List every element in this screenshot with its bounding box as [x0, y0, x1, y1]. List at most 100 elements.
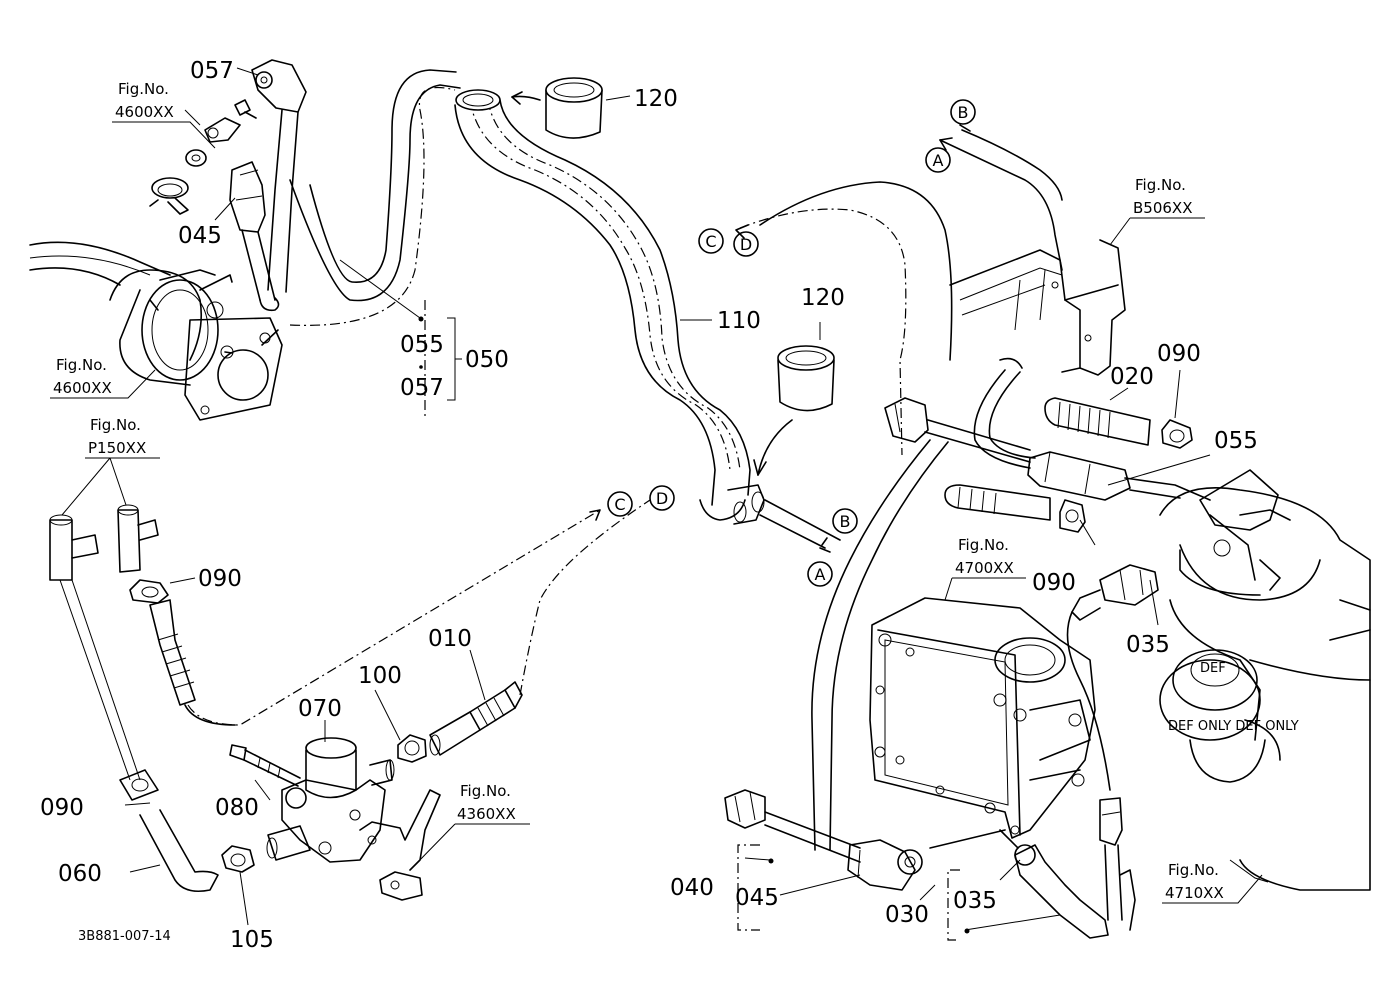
tee-fittings-p150: [49, 504, 159, 781]
label-120-mid: 120: [801, 285, 845, 311]
svg-text:DEF ONLY DEF ONLY: DEF ONLY DEF ONLY: [1168, 719, 1299, 734]
clamp-105: [221, 845, 255, 873]
fig-ref-4600-top: Fig.No. 4600XX: [112, 80, 216, 149]
bracket-b506: [949, 239, 1126, 376]
arrow-c-d-low: [187, 499, 651, 726]
part-number-labels: 057 045 055 057 050 120 120 110 090 020 …: [40, 58, 1258, 953]
label-057-top: 057: [190, 58, 234, 84]
connector-035-right: [1066, 564, 1159, 791]
label-050: 050: [465, 347, 509, 373]
clamp-090-upper-right: [1161, 419, 1193, 449]
label-045-bottom: 045: [735, 885, 779, 911]
label-120-top: 120: [634, 86, 678, 112]
clamp-100: [397, 734, 427, 763]
fig-ref-4700: Fig.No. 4700XX: [944, 536, 1026, 601]
label-080: 080: [215, 795, 259, 821]
sleeve-120-mid: [753, 345, 835, 476]
svg-text:C: C: [614, 495, 625, 514]
sleeve-120-top: [511, 77, 603, 139]
svg-text:Fig.No.: Fig.No.: [56, 356, 107, 374]
valve-070: [266, 737, 395, 863]
marker-C-low: C: [607, 491, 633, 517]
svg-text:Fig.No.: Fig.No.: [958, 536, 1009, 554]
marker-D-low: D: [649, 485, 675, 511]
bracket-4360: [359, 789, 441, 901]
svg-text:Fig.No.: Fig.No.: [460, 782, 511, 800]
arrow-a-b-low: [819, 537, 831, 553]
arrow-c-d-mid: [735, 181, 953, 456]
connector-left-small: [884, 397, 1031, 463]
bolt-080: [229, 744, 301, 787]
svg-text:Fig.No.: Fig.No.: [90, 416, 141, 434]
svg-text:B: B: [958, 103, 969, 122]
label-105: 105: [230, 927, 274, 953]
connector-055-right: [1027, 451, 1211, 501]
label-090-left-upper: 090: [198, 566, 242, 592]
label-070: 070: [298, 696, 342, 722]
label-060: 060: [58, 861, 102, 887]
marker-C-mid: C: [698, 228, 724, 254]
connector-045-bottom: [847, 829, 1006, 891]
svg-text:D: D: [740, 235, 752, 254]
svg-text:DEF: DEF: [1200, 661, 1226, 676]
harness-040: [724, 439, 949, 863]
svg-text:B506XX: B506XX: [1133, 199, 1192, 217]
label-035-bottom: 035: [953, 888, 997, 914]
corrugated-hose-left: [149, 599, 236, 726]
leader-lines: [124, 67, 1269, 941]
hose-lower-right-corrugated: [944, 484, 1086, 533]
label-100: 100: [358, 663, 402, 689]
sensor-fitting: [185, 99, 257, 167]
svg-text:Fig.No.: Fig.No.: [118, 80, 169, 98]
marker-B-low: B: [832, 508, 858, 534]
sensor-057: [251, 59, 307, 293]
svg-text:4600XX: 4600XX: [53, 379, 112, 397]
svg-text:4600XX: 4600XX: [115, 103, 174, 121]
fig-ref-4600-left: Fig.No. 4600XX: [50, 356, 156, 399]
svg-text:D: D: [656, 489, 668, 508]
connector-035-bottom: [999, 797, 1136, 939]
svg-text:4710XX: 4710XX: [1165, 884, 1224, 902]
label-030: 030: [885, 902, 929, 928]
label-090-top-right: 090: [1157, 341, 1201, 367]
drawing-code: 3B881-007-14: [78, 929, 171, 944]
svg-text:A: A: [933, 151, 944, 170]
label-090-left-lower: 090: [40, 795, 84, 821]
label-055-range: 055: [400, 332, 444, 358]
label-057-range: 057: [400, 375, 444, 401]
label-020: 020: [1110, 364, 1154, 390]
connector-045-upper: [229, 161, 280, 312]
sensor-harness-loop: [289, 69, 461, 326]
fig-ref-4360: Fig.No. 4360XX: [414, 782, 530, 866]
svg-text:B: B: [840, 512, 851, 531]
svg-text:C: C: [705, 232, 716, 251]
hose-110: [454, 89, 841, 549]
fig-ref-p150: Fig.No. P150XX: [61, 416, 160, 516]
svg-text:A: A: [815, 565, 826, 584]
marker-D-mid: D: [733, 231, 759, 257]
svg-text:Fig.No.: Fig.No.: [1168, 861, 1219, 879]
marker-B-top: B: [950, 99, 976, 125]
fig-ref-b506: Fig.No. B506XX: [1109, 176, 1205, 246]
label-110: 110: [717, 308, 761, 334]
label-010: 010: [428, 626, 472, 652]
arrow-a-b-top: [939, 124, 1063, 271]
clamp-090-left-upper: [129, 579, 169, 604]
label-040: 040: [670, 875, 714, 901]
module-4700: [869, 597, 1096, 839]
marker-A-top: A: [925, 147, 951, 173]
hose-clamp-upper: [149, 177, 189, 215]
marker-A-low: A: [807, 561, 833, 587]
fig-ref-4710: Fig.No. 4710XX: [1162, 861, 1263, 904]
svg-text:4360XX: 4360XX: [457, 805, 516, 823]
svg-text:P150XX: P150XX: [88, 439, 146, 457]
exhaust-pipe-assembly: [29, 241, 283, 421]
svg-text:Fig.No.: Fig.No.: [1135, 176, 1186, 194]
label-090-mid-right: 090: [1032, 570, 1076, 596]
hose-010: [429, 681, 523, 756]
label-045-top: 045: [178, 223, 222, 249]
svg-text:4700XX: 4700XX: [955, 559, 1014, 577]
def-tank: DEF DEF ONLY DEF ONLY: [1159, 469, 1371, 891]
label-035-right: 035: [1126, 632, 1170, 658]
